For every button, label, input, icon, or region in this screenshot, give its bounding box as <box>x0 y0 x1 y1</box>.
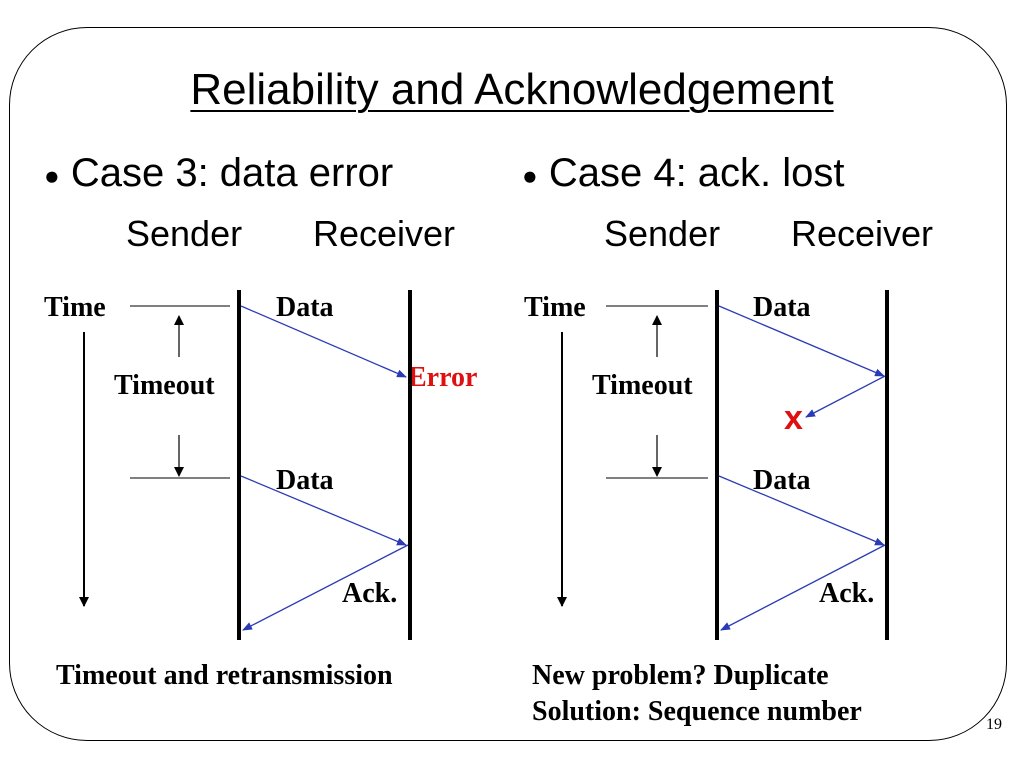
case4-ack-label: Ack. <box>819 578 875 609</box>
case4-caption-line-1: New problem? Duplicate <box>532 660 829 691</box>
case4-lost-ack-arrow <box>805 375 886 418</box>
case3-ack-label: Ack. <box>342 578 398 609</box>
bullet-icon: ● <box>522 160 538 191</box>
case3-timeout-label: Timeout <box>114 370 215 401</box>
case3-heading: ● Case 3: data error <box>44 151 394 195</box>
case4-caption-line-2: Solution: Sequence number <box>532 696 862 727</box>
case4-diagram <box>557 290 889 640</box>
case3-caption: Timeout and retransmission <box>56 660 393 691</box>
slide-title: Reliability and Acknowledgement <box>190 65 834 114</box>
case3-sender-label: Sender <box>126 213 243 254</box>
case3-data-arrow-1 <box>240 305 407 378</box>
bullet-icon: ● <box>44 160 60 191</box>
case3-error-label: Error <box>408 362 478 393</box>
case4-time-label: Time <box>524 292 586 323</box>
case3-ack-arrow <box>242 544 409 631</box>
case4-lost-mark: x <box>784 399 803 437</box>
case4-heading: ● Case 4: ack. lost <box>522 151 845 195</box>
case3-time-label: Time <box>44 292 106 323</box>
case3-diagram <box>79 290 412 640</box>
page-number: 19 <box>986 716 1002 733</box>
case4-receiver-label: Receiver <box>791 213 934 254</box>
case3-data-label-1: Data <box>276 292 334 323</box>
case4-timeout-label: Timeout <box>592 370 693 401</box>
case3-data-arrow-2 <box>240 475 407 546</box>
case4-data-arrow-2 <box>718 475 885 546</box>
case4-data-label-2: Data <box>753 465 811 496</box>
case4-caption: New problem? Duplicate Solution: Sequenc… <box>532 658 862 730</box>
case4-sender-label: Sender <box>604 213 721 254</box>
case4-data-arrow-1 <box>718 305 885 377</box>
case4-data-label-1: Data <box>753 292 811 323</box>
case4-ack-arrow <box>720 544 886 631</box>
slide-frame <box>9 27 1007 741</box>
case3-data-label-2: Data <box>276 465 334 496</box>
case3-receiver-label: Receiver <box>313 213 456 254</box>
